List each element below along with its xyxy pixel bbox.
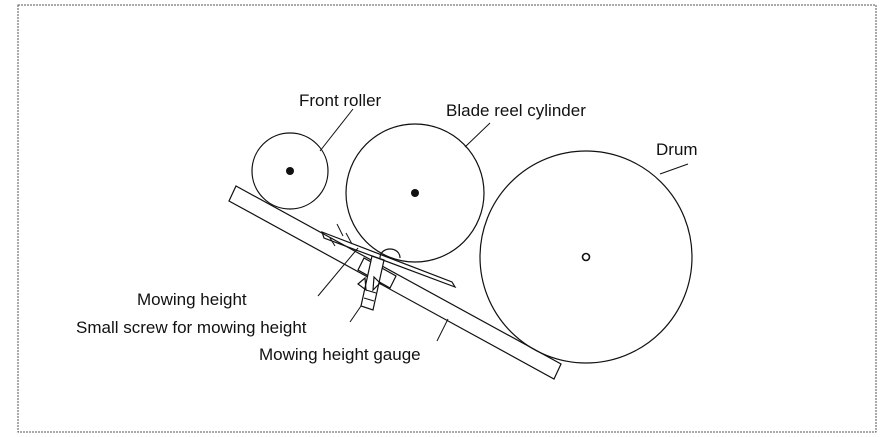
height-tick <box>336 223 344 237</box>
small-screw-thread <box>363 297 375 302</box>
mowing-height-label: Mowing height <box>137 290 247 309</box>
blade-reel-cylinder <box>345 123 485 263</box>
drum <box>479 150 693 364</box>
mowing-height-gauge-label: Mowing height gauge <box>259 345 421 364</box>
drum-label: Drum <box>656 140 698 159</box>
diagram-frame <box>17 4 877 433</box>
small-screw-tip <box>357 276 367 292</box>
drum-axle <box>581 252 591 262</box>
front-roller-label: Front roller <box>299 91 382 110</box>
front-roller-axle <box>286 167 294 175</box>
bed-knife-blade <box>321 230 457 289</box>
mowing-height-leader <box>317 247 359 297</box>
bed-knife-clamp <box>379 248 401 259</box>
front-roller-leader <box>319 108 354 152</box>
front-roller <box>251 132 329 210</box>
blade-reel-leader <box>464 122 491 148</box>
small-screw-tip <box>372 275 381 292</box>
small-screw-label: Small screw for mowing height <box>76 318 307 337</box>
mowing-height-gauge-bar <box>228 185 562 380</box>
height-tick <box>345 232 353 245</box>
height-tick <box>329 237 336 247</box>
blade-reel-axle <box>411 189 419 197</box>
gauge-leader <box>436 318 449 342</box>
small-screw-thread <box>365 289 377 294</box>
blade-reel-cylinder-label: Blade reel cylinder <box>446 101 586 120</box>
small-screw-leader <box>349 305 362 323</box>
drum-leader <box>659 163 689 175</box>
